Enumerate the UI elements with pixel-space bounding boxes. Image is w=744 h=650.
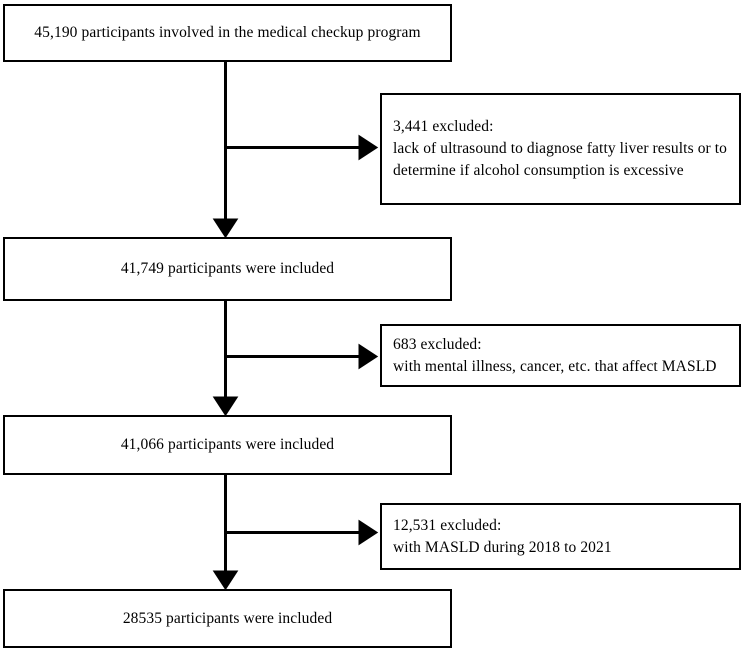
node-excluded-1: 3,441 excluded: lack of ultrasound to di… — [380, 93, 741, 205]
node-included-2-label: 41,066 participants were included — [120, 436, 335, 453]
node-included-3: 28535 participants were included — [3, 589, 452, 648]
node-total-participants-label: 45,190 participants involved in the medi… — [34, 24, 421, 41]
node-excluded-2-label: 683 excluded: with mental illness, cance… — [393, 335, 717, 375]
node-included-1: 41,749 participants were included — [3, 237, 452, 301]
node-excluded-2: 683 excluded: with mental illness, cance… — [380, 324, 741, 387]
node-excluded-1-label: 3,441 excluded: lack of ultrasound to di… — [393, 118, 728, 179]
node-excluded-3: 12,531 excluded: with MASLD during 2018 … — [380, 503, 741, 570]
node-included-3-label: 28535 participants were included — [122, 609, 333, 627]
node-included-2: 41,066 participants were included — [3, 415, 452, 475]
node-total-participants: 45,190 participants involved in the medi… — [3, 4, 452, 62]
node-excluded-3-label: 12,531 excluded: with MASLD during 2018 … — [393, 516, 612, 556]
node-included-1-label: 41,749 participants were included — [120, 260, 335, 277]
